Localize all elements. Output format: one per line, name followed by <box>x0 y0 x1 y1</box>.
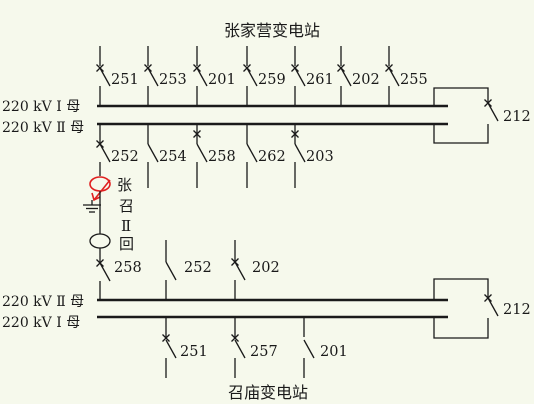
top-lower-switch-258[interactable] <box>193 124 208 188</box>
fault-arrow-head <box>91 192 101 202</box>
bottom-lower-switch-201[interactable] <box>303 317 315 378</box>
bottom-bus-tie-loop-lower <box>433 317 489 339</box>
top-bus-tie-loop <box>433 87 489 106</box>
top-bus1-label: 220 kV Ⅰ 母 <box>2 99 80 115</box>
top-lower-label-203: 203 <box>306 149 334 165</box>
bottom-lower-switch-257[interactable] <box>231 317 246 378</box>
fault-arrow <box>93 179 111 201</box>
top-upper-label-255: 255 <box>400 72 428 88</box>
bottom-bus-tie-loop <box>433 278 489 300</box>
tie-line-switch-252-top[interactable] <box>96 124 111 176</box>
tie-line-current-transformer <box>89 233 111 249</box>
tie-line-switch-258-bottom[interactable] <box>96 256 111 300</box>
bottom-bus1-label: 220 kV Ⅰ 母 <box>2 315 80 331</box>
top-lower-switch-203[interactable] <box>291 124 306 188</box>
top-upper-switch-259[interactable] <box>243 46 258 106</box>
bottom-lower-label-257: 257 <box>250 344 278 360</box>
top-upper-switch-251[interactable] <box>96 46 111 106</box>
top-upper-switch-261[interactable] <box>291 46 306 106</box>
top-station-title: 张家营变电站 <box>224 21 320 40</box>
top-upper-switch-202[interactable] <box>337 46 352 106</box>
line-name-char-1: 张 <box>117 176 132 194</box>
bottom-lower-label-201: 201 <box>320 344 348 360</box>
top-upper-label-251: 251 <box>111 72 139 88</box>
tie-line-label-252: 252 <box>111 149 139 165</box>
bottom-upper-label-202: 202 <box>252 260 280 276</box>
top-bus-tie-label: 212 <box>503 109 531 125</box>
top-upper-switch-255[interactable] <box>385 46 400 106</box>
top-bus-tie-switch[interactable] <box>484 96 499 122</box>
top-upper-label-202: 202 <box>352 72 380 88</box>
top-lower-label-262: 262 <box>258 149 286 165</box>
top-lower-label-254: 254 <box>159 149 187 165</box>
top-upper-label-253: 253 <box>159 72 187 88</box>
top-lower-switch-254[interactable] <box>147 124 159 188</box>
bottom-upper-switch-252[interactable] <box>165 240 177 300</box>
top-upper-switch-253[interactable] <box>144 46 159 106</box>
line-name-char-4: 回 <box>119 235 134 253</box>
top-upper-label-201: 201 <box>208 72 236 88</box>
bottom-upper-switch-202[interactable] <box>231 240 246 300</box>
top-lower-label-258: 258 <box>208 149 236 165</box>
bottom-lower-switch-251[interactable] <box>162 317 177 378</box>
top-bus-tie-loop-lower <box>433 124 489 144</box>
bottom-station-title: 召庙变电站 <box>228 383 308 402</box>
line-name-char-2: 召 <box>119 197 134 215</box>
bottom-bus-tie-switch[interactable] <box>484 291 499 317</box>
tie-line-label-258: 258 <box>114 260 142 276</box>
line-name-char-3: Ⅱ <box>121 217 131 235</box>
bottom-bus-tie-label: 212 <box>503 302 531 318</box>
top-bus2-label: 220 kV Ⅱ 母 <box>2 120 84 136</box>
top-upper-switch-201[interactable] <box>193 46 208 106</box>
top-upper-label-261: 261 <box>306 72 334 88</box>
bottom-upper-label-252: 252 <box>184 260 212 276</box>
bottom-lower-label-251: 251 <box>180 344 208 360</box>
top-upper-label-259: 259 <box>258 72 286 88</box>
bottom-bus2-label: 220 kV Ⅱ 母 <box>2 294 84 310</box>
top-lower-switch-262[interactable] <box>246 124 258 188</box>
ground-icon <box>83 200 101 213</box>
